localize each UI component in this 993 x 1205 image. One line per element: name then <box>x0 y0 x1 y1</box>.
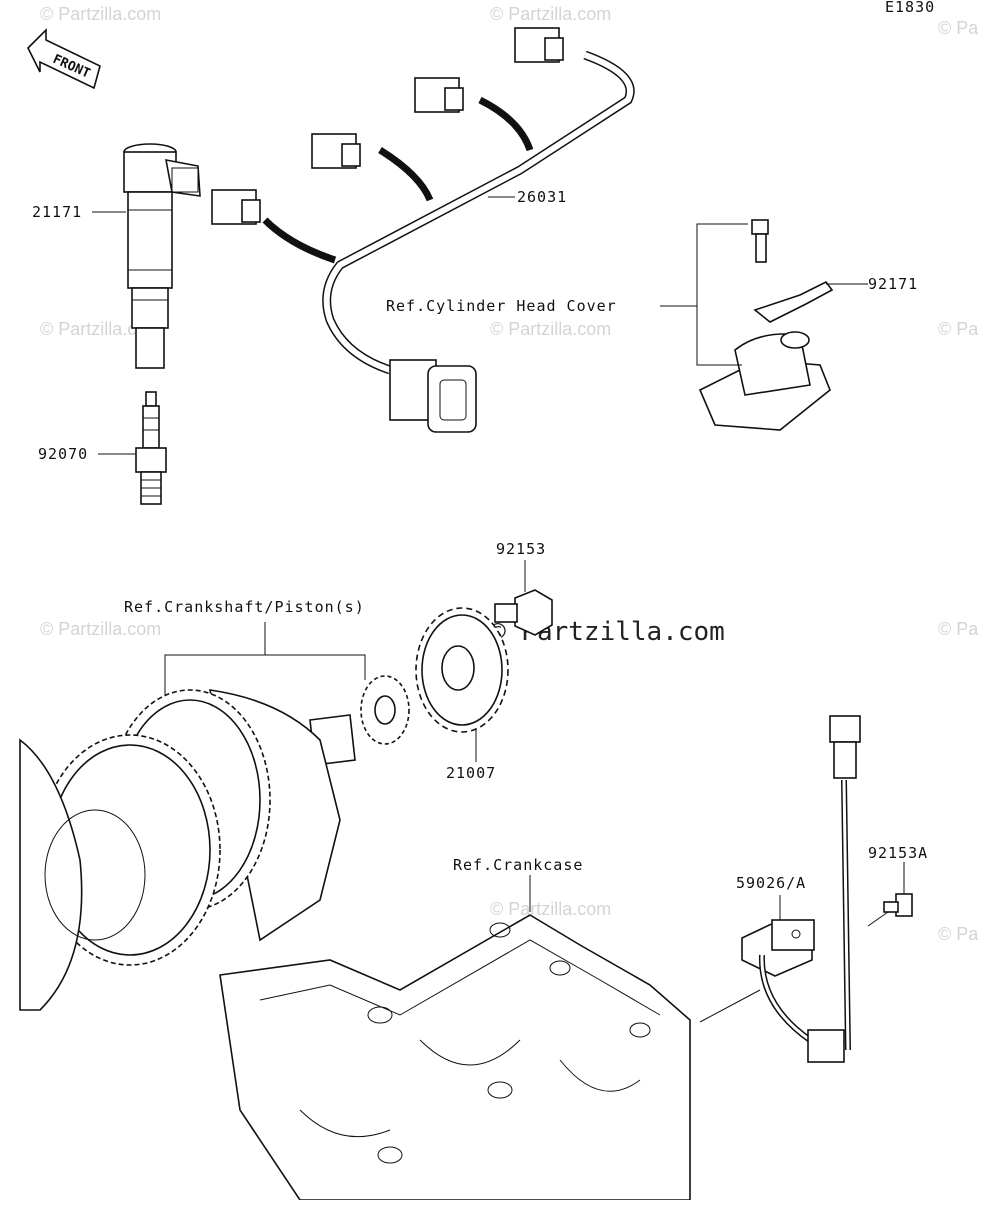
spark-plug <box>135 391 167 505</box>
bracket-line <box>696 223 748 366</box>
leader-line <box>699 989 761 1023</box>
watermark: © Partzilla.com <box>490 899 611 919</box>
front-arrow-icon: FRONT <box>27 28 101 90</box>
watermark: © Pa <box>938 319 979 339</box>
watermark: © Partzilla.com <box>490 319 611 339</box>
watermark: © Pa <box>938 619 979 639</box>
label-timing-rotor: 21007 <box>446 764 496 782</box>
watermark: © Partzilla.com <box>40 319 161 339</box>
label-crankcase-ref: Ref.Crankcase <box>453 856 583 874</box>
pickup-coil <box>741 715 861 1063</box>
watermark: © Pa <box>938 18 979 38</box>
label-wire-harness: 26031 <box>517 188 567 206</box>
leader-line <box>867 911 889 927</box>
label-spark-plug: 92070 <box>38 445 88 463</box>
diagram-code: E1830 <box>885 0 935 16</box>
watermark: © Pa <box>938 924 979 944</box>
crankcase <box>219 914 691 1201</box>
watermark: © Partzilla.com <box>40 4 161 24</box>
label-ignition-coil: 21171 <box>32 203 82 221</box>
watermark: © Partzilla.com <box>490 4 611 24</box>
bolt-92153a <box>883 893 913 917</box>
bolt-92171 <box>751 219 769 263</box>
label-clamp: 92171 <box>868 275 918 293</box>
bolt-92153 <box>494 589 553 636</box>
label-bolt-side: 92153A <box>868 844 928 862</box>
ignition-coil <box>123 143 201 369</box>
label-pickup-coil: 59026/A <box>736 874 806 892</box>
wire-harness <box>211 27 635 433</box>
watermark: © Partzilla.com <box>40 619 161 639</box>
timing-rotor <box>415 607 509 733</box>
clamp-92171 <box>753 280 834 323</box>
label-bolt-top: 92153 <box>496 540 546 558</box>
label-crankshaft-ref: Ref.Crankshaft/Piston(s) <box>124 598 365 616</box>
label-cylinder-head-ref: Ref.Cylinder Head Cover <box>386 297 617 315</box>
crankshaft-assembly <box>19 675 410 1011</box>
cylinder-head-cover <box>698 331 831 431</box>
